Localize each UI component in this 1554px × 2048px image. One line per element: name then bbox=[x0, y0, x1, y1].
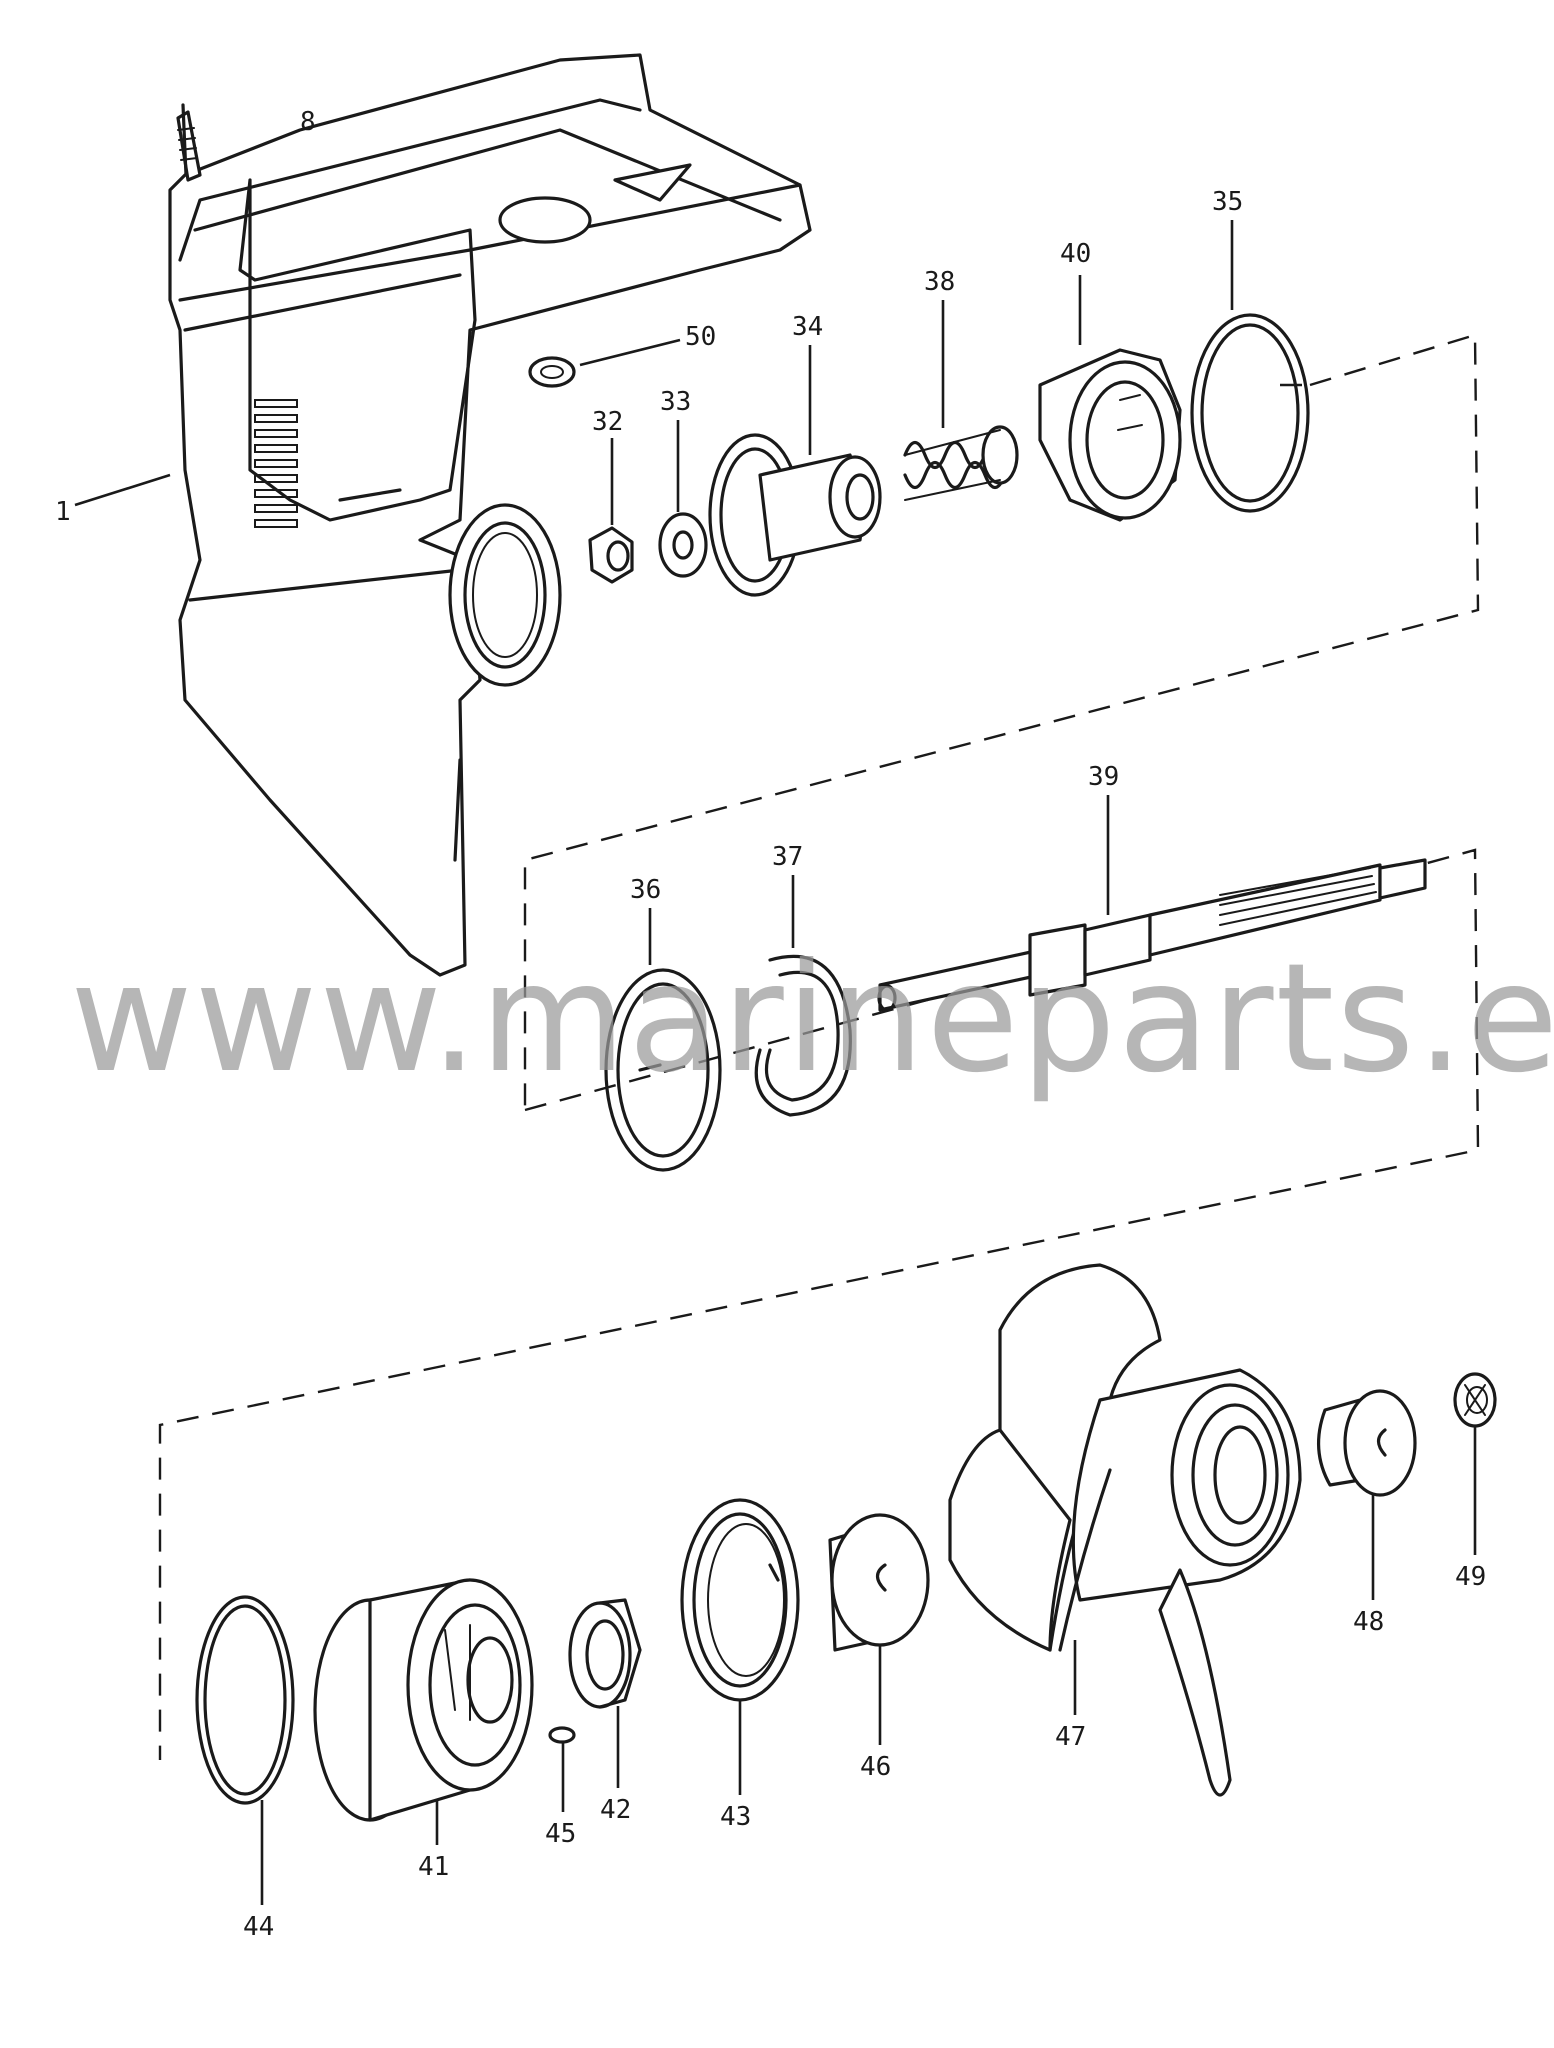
part-33-washer bbox=[658, 512, 708, 578]
part-44-ring bbox=[195, 1595, 295, 1805]
label-49: 49 bbox=[1455, 1562, 1486, 1592]
part-36-ring bbox=[604, 968, 722, 1172]
label-8: 8 bbox=[300, 107, 316, 137]
label-1: 1 bbox=[55, 497, 71, 527]
label-38: 38 bbox=[924, 267, 955, 297]
label-39: 39 bbox=[1088, 762, 1119, 792]
part-42-bushing bbox=[568, 1598, 642, 1709]
part-48-spacer bbox=[1316, 1389, 1417, 1497]
label-42: 42 bbox=[600, 1795, 631, 1825]
part-40-clutch bbox=[1038, 348, 1182, 522]
part-49-nut bbox=[1453, 1372, 1497, 1428]
label-47: 47 bbox=[1055, 1722, 1086, 1752]
label-34: 34 bbox=[792, 312, 823, 342]
label-45: 45 bbox=[545, 1819, 576, 1849]
label-40: 40 bbox=[1060, 239, 1091, 269]
watermark-text: www.marineparts.eu bbox=[70, 932, 1554, 1106]
part-38-spring bbox=[903, 425, 1019, 501]
label-33: 33 bbox=[660, 387, 691, 417]
part-46-washer bbox=[828, 1513, 930, 1652]
part-35-ring bbox=[1190, 313, 1310, 513]
part-39-shaft bbox=[877, 858, 1427, 1012]
label-46: 46 bbox=[860, 1752, 891, 1782]
part-34-gear bbox=[708, 433, 882, 597]
part-47-propeller bbox=[948, 1263, 1302, 1797]
label-44: 44 bbox=[243, 1912, 274, 1942]
label-50: 50 bbox=[685, 322, 716, 352]
label-48: 48 bbox=[1353, 1607, 1384, 1637]
part-43-nut-ring bbox=[680, 1498, 800, 1702]
label-35: 35 bbox=[1212, 187, 1243, 217]
part-37-snap-ring bbox=[754, 954, 852, 1117]
label-43: 43 bbox=[720, 1802, 751, 1832]
callout-labels: 1 8 50 32 33 34 38 40 35 39 36 37 44 41 … bbox=[55, 107, 1486, 1942]
label-36: 36 bbox=[630, 875, 661, 905]
part-41-carrier bbox=[313, 1578, 534, 1822]
part-50 bbox=[528, 356, 576, 388]
leader-lines bbox=[74, 220, 1477, 1905]
label-37: 37 bbox=[772, 842, 803, 872]
part-32-nut bbox=[588, 526, 634, 584]
part-45-screw bbox=[548, 1726, 576, 1744]
gearcase-housing bbox=[168, 53, 812, 977]
label-32: 32 bbox=[592, 407, 623, 437]
label-41: 41 bbox=[418, 1852, 449, 1882]
